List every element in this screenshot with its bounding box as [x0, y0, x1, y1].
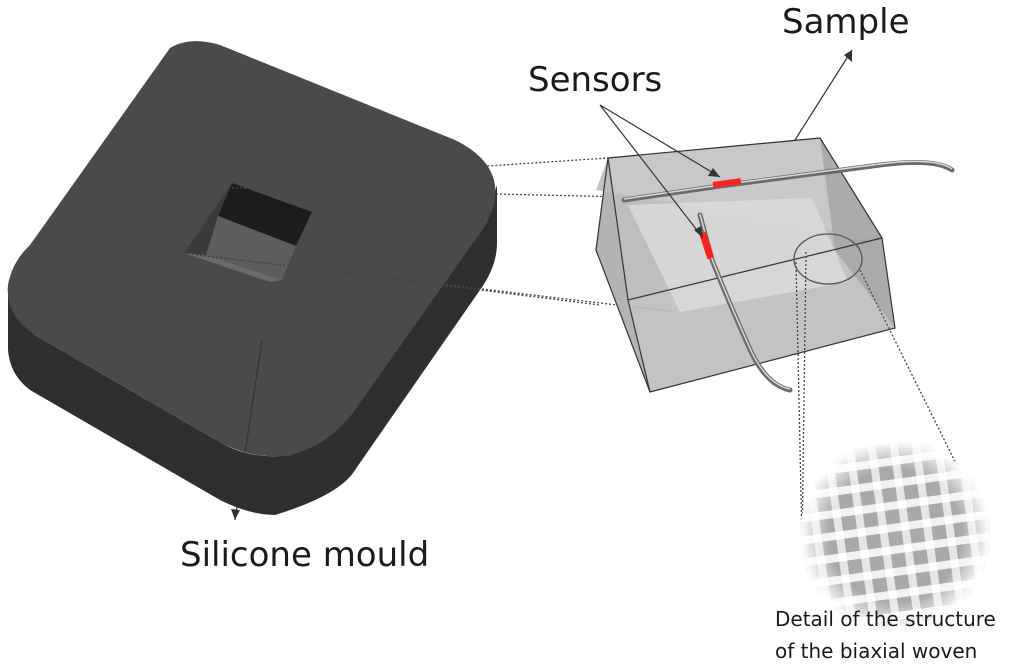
mould-cavity-back-wall — [218, 183, 312, 246]
connection-lines — [183, 157, 677, 313]
sensor-embedded — [699, 231, 715, 260]
sample-inner-area — [628, 198, 848, 312]
sensor-top — [712, 178, 742, 188]
mould-cavity-floor — [206, 216, 296, 280]
label-silicone-mould: Silicone mould — [180, 535, 429, 575]
silicone-mould — [7, 41, 498, 515]
mould-side — [8, 185, 498, 515]
label-sensors: Sensors — [528, 60, 662, 100]
detail-magnifier-circle — [793, 233, 863, 285]
sample-cube — [595, 137, 896, 393]
annotation-arrows — [231, 49, 853, 521]
weave-detail-view — [800, 440, 990, 630]
label-sample: Sample — [782, 2, 909, 42]
sample-right-face — [820, 138, 895, 328]
optical-fibre-top-highlight — [623, 160, 953, 200]
optical-fibre-top — [621, 159, 955, 203]
mould-cavity-front-wall — [184, 253, 282, 282]
optical-fibre-embedded-highlight — [699, 213, 791, 390]
label-detail-line2: of the biaxial woven — [775, 639, 977, 663]
label-detail-line1: Detail of the structure — [775, 607, 996, 631]
